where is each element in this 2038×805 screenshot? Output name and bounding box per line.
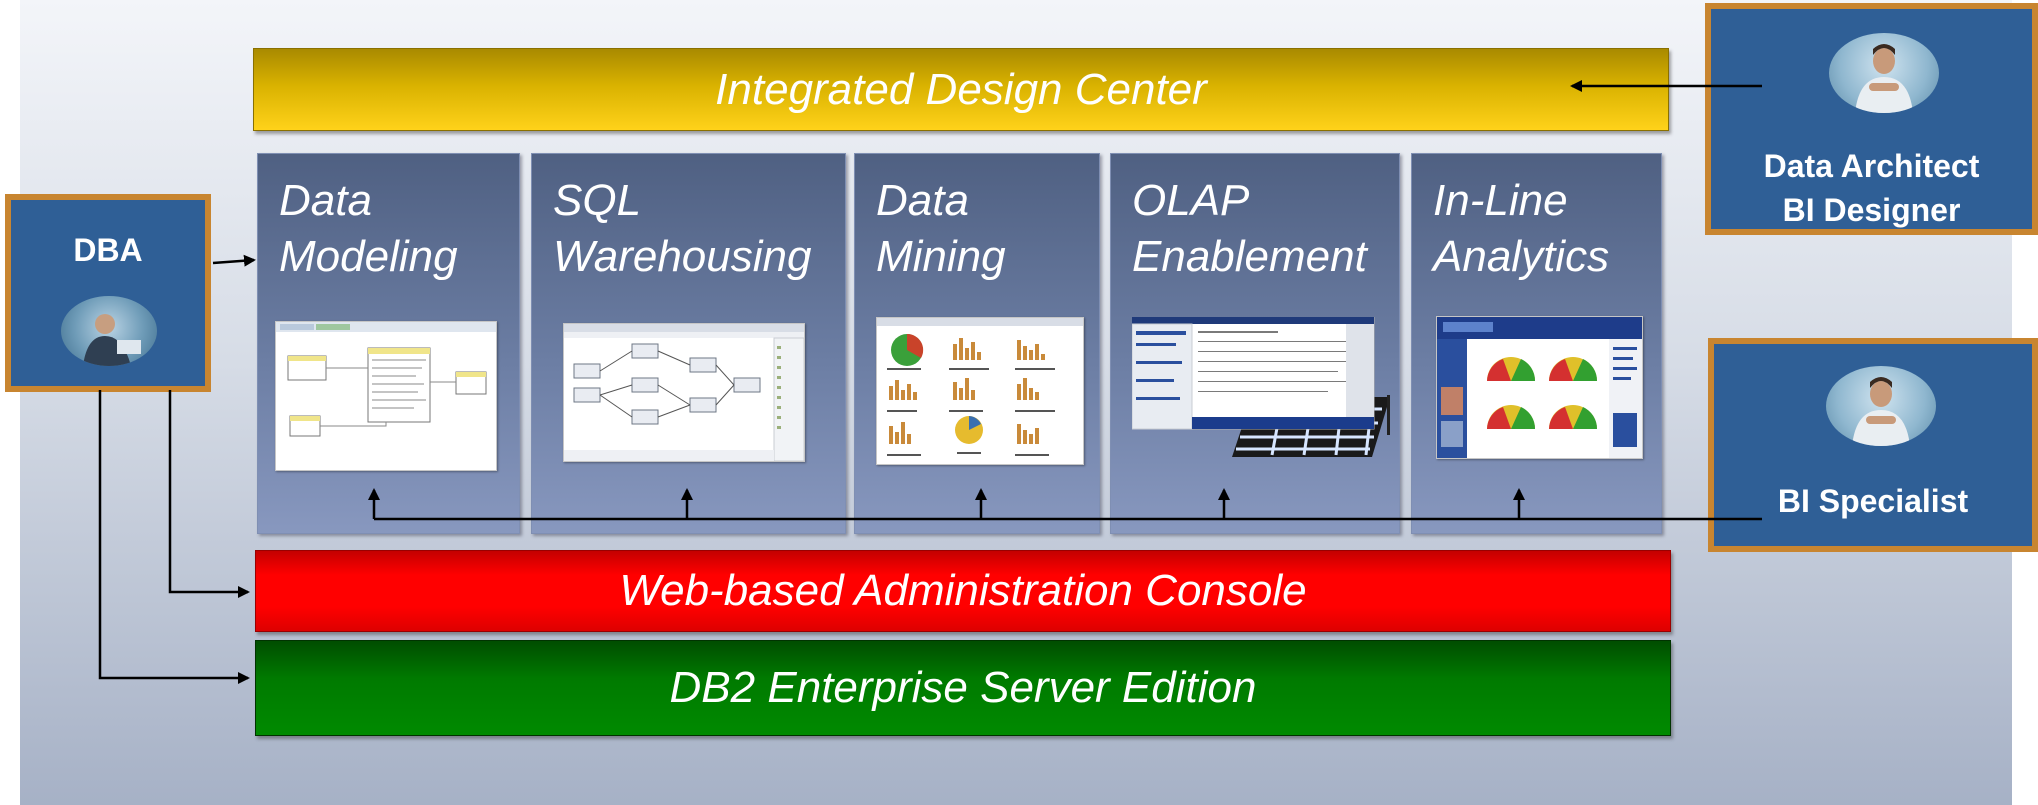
dba-label: DBA [73, 232, 143, 268]
panel-sql-warehousing: SQL Warehousing [531, 153, 846, 534]
data-model-screenshot-icon [275, 321, 497, 471]
bi-specialist-label: BI Specialist [1777, 483, 1969, 519]
dba-to-db2-arrow [98, 390, 250, 684]
panel-olap-enablement: OLAP Enablement [1110, 153, 1400, 534]
integrated-design-center-bar: Integrated Design Center [253, 48, 1669, 131]
web-administration-console-bar: Web-based Administration Console [255, 550, 1671, 632]
role-bi-specialist: BI Specialist [1708, 338, 2038, 552]
panel-in-line-analytics: In-Line Analytics [1411, 153, 1662, 534]
panel-title: SQL Warehousing [553, 176, 812, 281]
bi-designer-label: BI Designer [1782, 192, 1961, 228]
db2-enterprise-server-label: DB2 Enterprise Server Edition [669, 663, 1257, 712]
integrated-design-center-label: Integrated Design Center [715, 64, 1207, 114]
dba-to-data-modeling-arrow [212, 254, 256, 267]
panel-data-modeling: Data Modeling [257, 153, 520, 534]
role-dba: DBA [5, 194, 211, 392]
mining-charts-screenshot-icon [876, 317, 1084, 465]
panel-title: OLAP Enablement [1132, 176, 1367, 281]
bi-specialist-avatar-icon [1826, 366, 1936, 446]
dataflow-screenshot-icon [563, 323, 805, 462]
data-architect-avatar-icon [1829, 33, 1939, 113]
dba-to-console-arrow [168, 390, 250, 598]
analytics-dashboard-screenshot-icon [1436, 316, 1643, 459]
dba-avatar-icon [61, 296, 157, 366]
olap-cube-screenshot-icon [1131, 316, 1390, 457]
role-data-architect: Data Architect BI Designer [1705, 3, 2038, 235]
panel-title: In-Line Analytics [1433, 176, 1610, 281]
panel-title: Data Modeling [279, 176, 458, 281]
panel-data-mining: Data Mining [854, 153, 1100, 534]
data-architect-label: Data Architect [1763, 148, 1980, 184]
web-administration-console-label: Web-based Administration Console [619, 566, 1307, 615]
panel-title: Data Mining [876, 176, 1006, 281]
db2-enterprise-server-bar: DB2 Enterprise Server Edition [255, 640, 1671, 736]
